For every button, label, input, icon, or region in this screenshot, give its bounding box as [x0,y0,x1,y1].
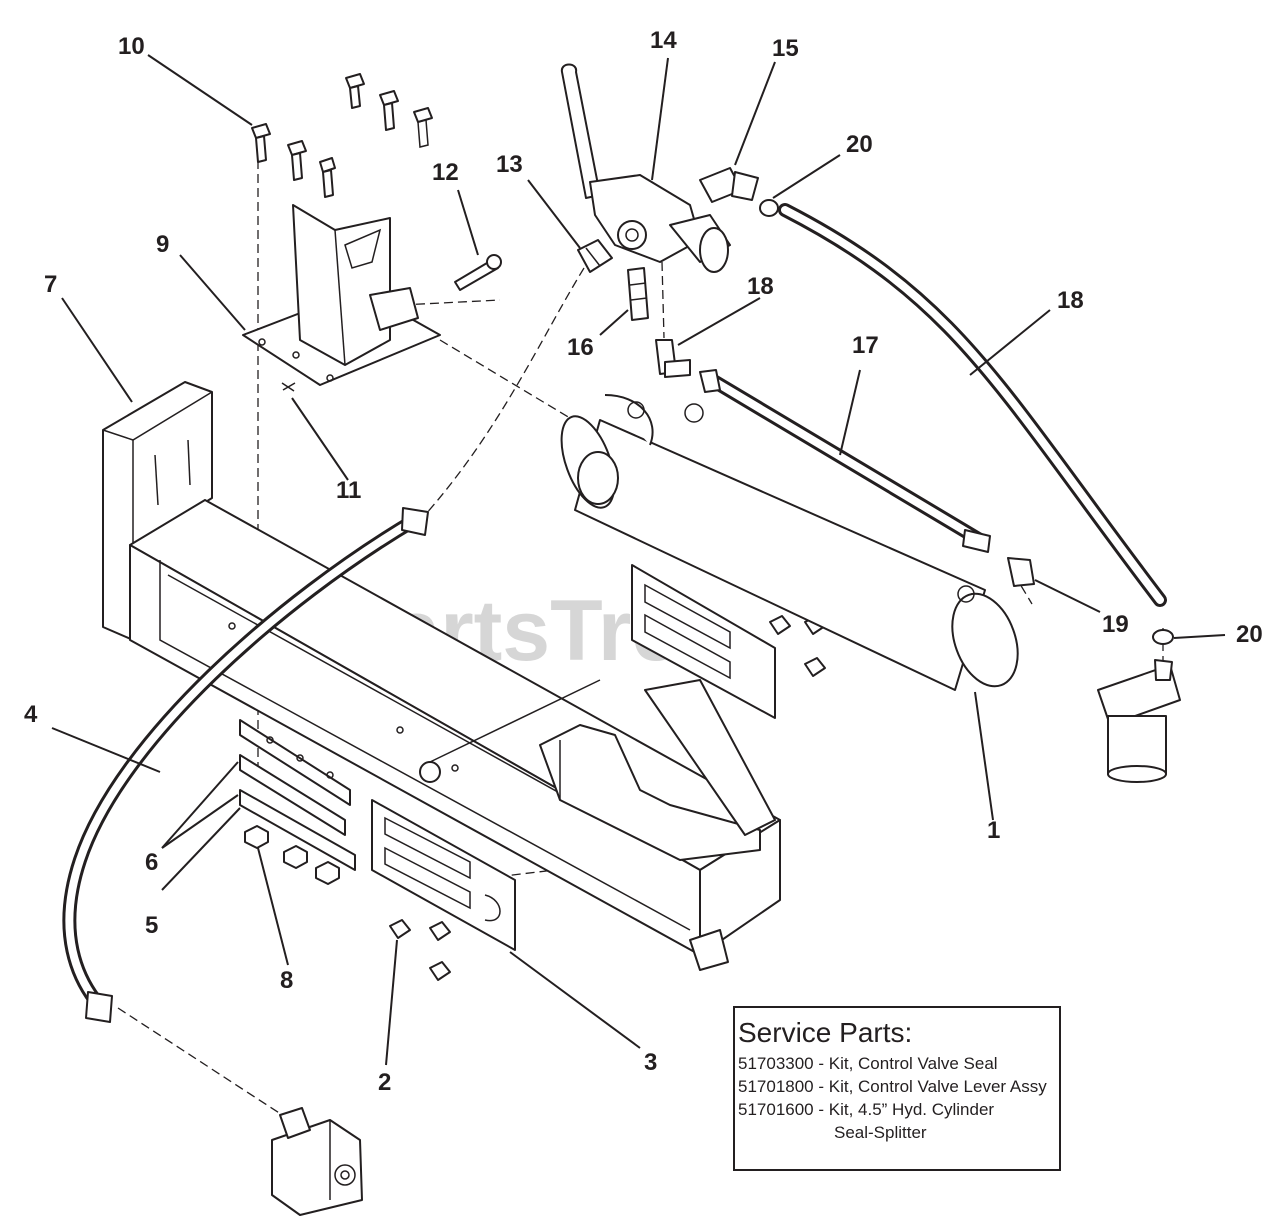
callout-16: 16 [567,334,594,361]
callout-12: 12 [432,159,459,186]
service-parts-box: Service Parts: 51703300 - Kit, Control V… [733,1006,1061,1171]
elbow-upper [655,339,691,378]
callout-4: 4 [24,701,38,728]
hydraulic-cylinder [560,394,1019,691]
callout-13: 13 [496,151,523,178]
elbow-fitting [699,167,759,203]
clevis-pin [454,254,502,291]
spacer-plates [239,719,356,871]
callout-14: 14 [650,27,677,54]
callout-1: 1 [987,817,1000,844]
callout-20-upper: 20 [846,131,873,158]
wedge-assembly [242,204,441,386]
cotter-pin [281,382,296,392]
service-parts-title: Service Parts: [738,1017,913,1048]
control-valve-lever [560,63,601,199]
hex-bolts [389,615,826,981]
callout-6: 6 [145,849,158,876]
elbow-lower [1007,557,1035,587]
callout-18-upper: 18 [747,273,774,300]
control-valve [589,174,731,273]
callout-5: 5 [145,912,158,939]
callout-8: 8 [280,967,293,994]
callout-2: 2 [378,1069,391,1096]
service-part-line: 51701800 - Kit, Control Valve Lever Assy [738,1077,1047,1096]
callout-10: 10 [118,33,145,60]
cylinder-hose [699,369,991,553]
fitting [577,239,613,273]
service-part-line: Seal-Splitter [834,1123,927,1142]
return-hose [778,203,1167,607]
upper-slide-plate [631,564,776,719]
hydraulic-pump [271,1107,363,1216]
hose-clamp-upper [759,199,779,217]
leader-lines [51,54,1226,1066]
callout-7: 7 [44,271,57,298]
service-part-line: 51701600 - Kit, 4.5” Hyd. Cylinder [738,1100,995,1119]
pressure-hose [62,507,429,1023]
callout-15: 15 [772,35,799,62]
callout-11: 11 [336,477,361,504]
callout-19: 18 [1057,287,1084,314]
hose-clamp-lower [1152,629,1174,645]
callout-18-lower: 19 [1102,611,1129,638]
callout-labels: 10 14 15 20 13 12 9 7 18 18 16 17 11 19 … [24,27,1263,1096]
callout-9: 9 [156,231,169,258]
hex-nuts [244,825,340,885]
relief-fitting [627,267,649,321]
callout-3: 3 [644,1049,657,1076]
slide-plate [371,799,516,951]
carriage-bolts [251,73,433,198]
service-part-line: 51703300 - Kit, Control Valve Seal [738,1054,998,1073]
callout-20-lower: 20 [1236,621,1263,648]
oil-filter [1097,659,1181,783]
wedge-carriage [419,679,776,861]
callout-17: 17 [852,332,879,359]
